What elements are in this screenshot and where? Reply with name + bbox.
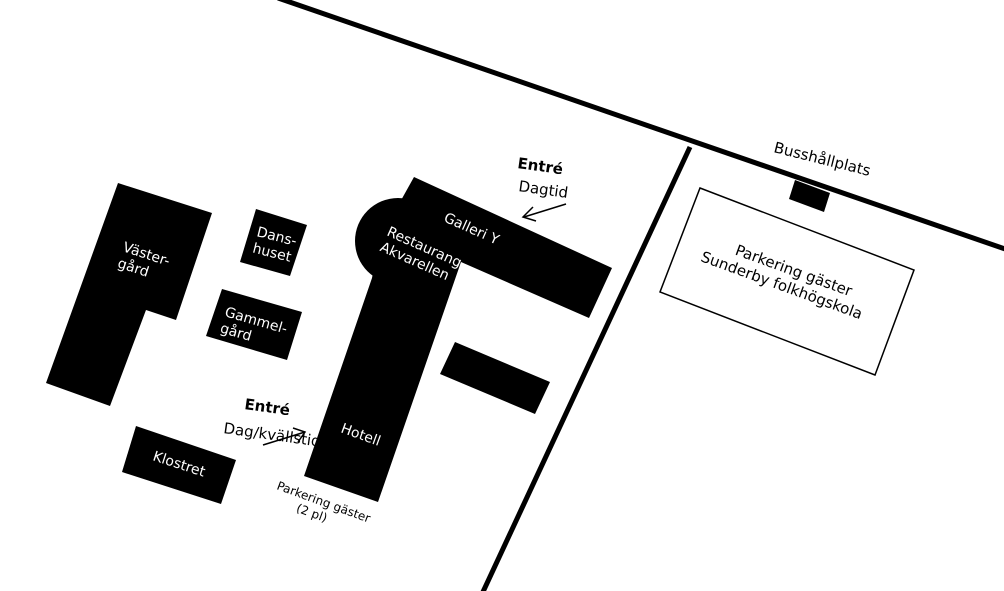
entrance-day-evening-subtitle: Dag/kvällstid (222, 419, 321, 450)
entrance-day-arrow-icon (521, 203, 567, 222)
parking-area-outline (659, 187, 915, 376)
entrance-day-evening: Entré Dag/kvällstid (222, 395, 321, 450)
building-danshuset (240, 209, 307, 276)
roads (277, 0, 1004, 591)
building-vastergard (46, 183, 212, 406)
main-road (277, 0, 1004, 252)
building-restaurang-rotunda (355, 198, 441, 284)
parking-main-label: Parkering gästerSunderby folkhögskola (698, 231, 871, 323)
entrance-day-title: Entré (516, 154, 564, 178)
bus-stop-marker (789, 180, 830, 212)
entrance-day-subtitle: Dagtid (517, 177, 569, 202)
buildings (46, 177, 612, 504)
building-small-block (440, 342, 550, 414)
building-klostret (122, 426, 236, 504)
entrance-day-evening-title: Entré (243, 395, 291, 419)
entrance-day: Entré Dagtid (516, 154, 569, 222)
entrance-day-evening-arrow-icon (262, 427, 307, 446)
building-gammelgard (206, 289, 302, 360)
side-road (480, 145, 693, 591)
